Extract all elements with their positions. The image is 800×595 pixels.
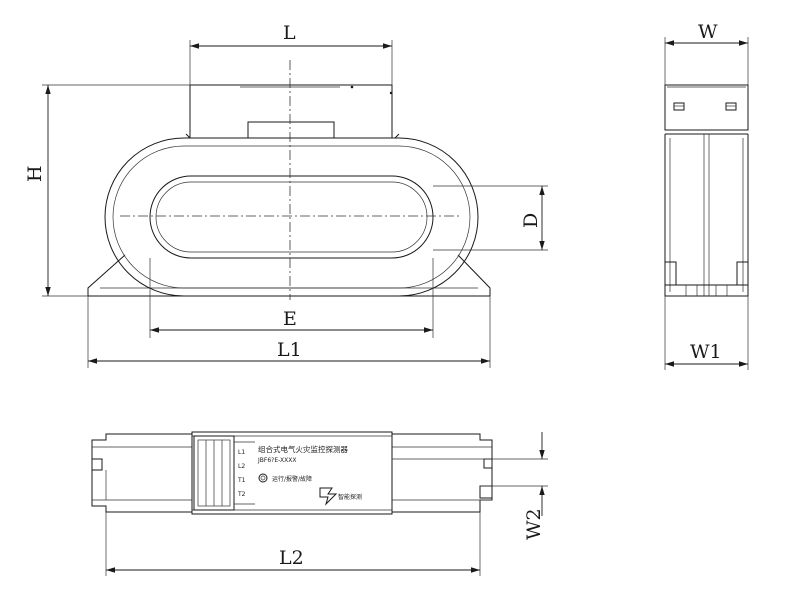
dim-label-L2: L2 [279,547,304,569]
dim-label-L: L [283,22,296,44]
front-view: L H D E L1 [24,22,548,368]
detector-module [191,431,393,515]
top-view: L1 L2 T1 T2 组合式电气火灾监控探测器 JBF6?E-XXXX 运行/… [91,431,548,576]
terminal-T2: T2 [237,491,246,498]
outer-ring [104,137,479,297]
dim-label-E: E [283,308,297,330]
panel-status: 运行/报警/故障 [272,475,312,483]
dim-label-D: D [520,213,542,228]
dim-label-H: H [24,165,46,182]
dim-label-W1: W1 [690,341,722,363]
terminal-L2: L2 [238,463,245,470]
dim-label-W: W [698,21,718,43]
dim-label-L1: L1 [277,339,302,361]
terminal-L1: L1 [238,449,245,456]
panel-title: 组合式电气火灾监控探测器 [258,444,348,454]
top-housing [189,84,393,139]
dim-label-W2: W2 [523,508,545,540]
panel-model: JBF6?E-XXXX [257,457,296,464]
brand-logo: 智能探测 [319,487,362,506]
brand-text: 智能探测 [338,493,362,501]
inner-window [149,175,434,259]
terminal-T1: T1 [237,477,246,484]
status-led [258,473,268,483]
side-view: W W1 [664,21,749,370]
base-feet [87,254,491,296]
